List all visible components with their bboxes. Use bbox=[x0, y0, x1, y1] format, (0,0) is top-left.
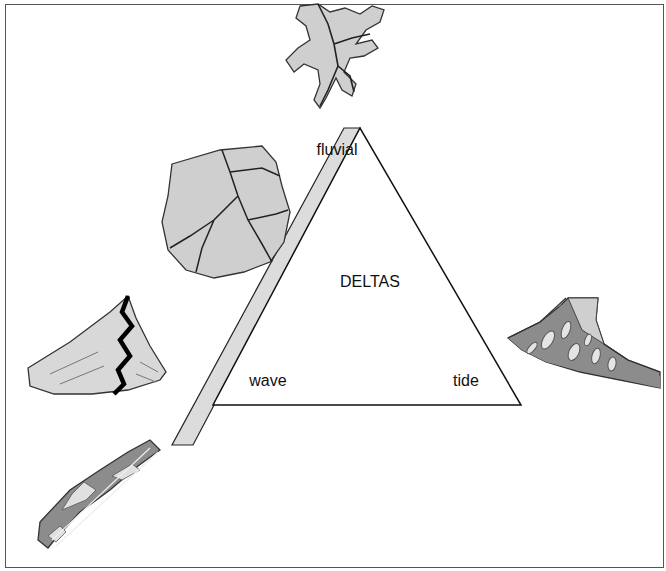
frame bbox=[6, 5, 664, 568]
diagram-title: DELTAS bbox=[340, 273, 400, 291]
end-member-label: wave bbox=[249, 372, 286, 390]
triangle-outline bbox=[212, 126, 524, 408]
birdfoot-delta bbox=[286, 4, 384, 108]
end-member-label: fluvial bbox=[317, 141, 358, 159]
end-member-label: tide bbox=[453, 372, 479, 390]
tidal-delta bbox=[508, 298, 660, 388]
cuspate-delta bbox=[28, 296, 166, 394]
lobate-delta bbox=[162, 146, 290, 278]
ternary-triangle: fluvialDELTAS wave tide bbox=[212, 126, 524, 408]
strandplain bbox=[38, 440, 160, 548]
